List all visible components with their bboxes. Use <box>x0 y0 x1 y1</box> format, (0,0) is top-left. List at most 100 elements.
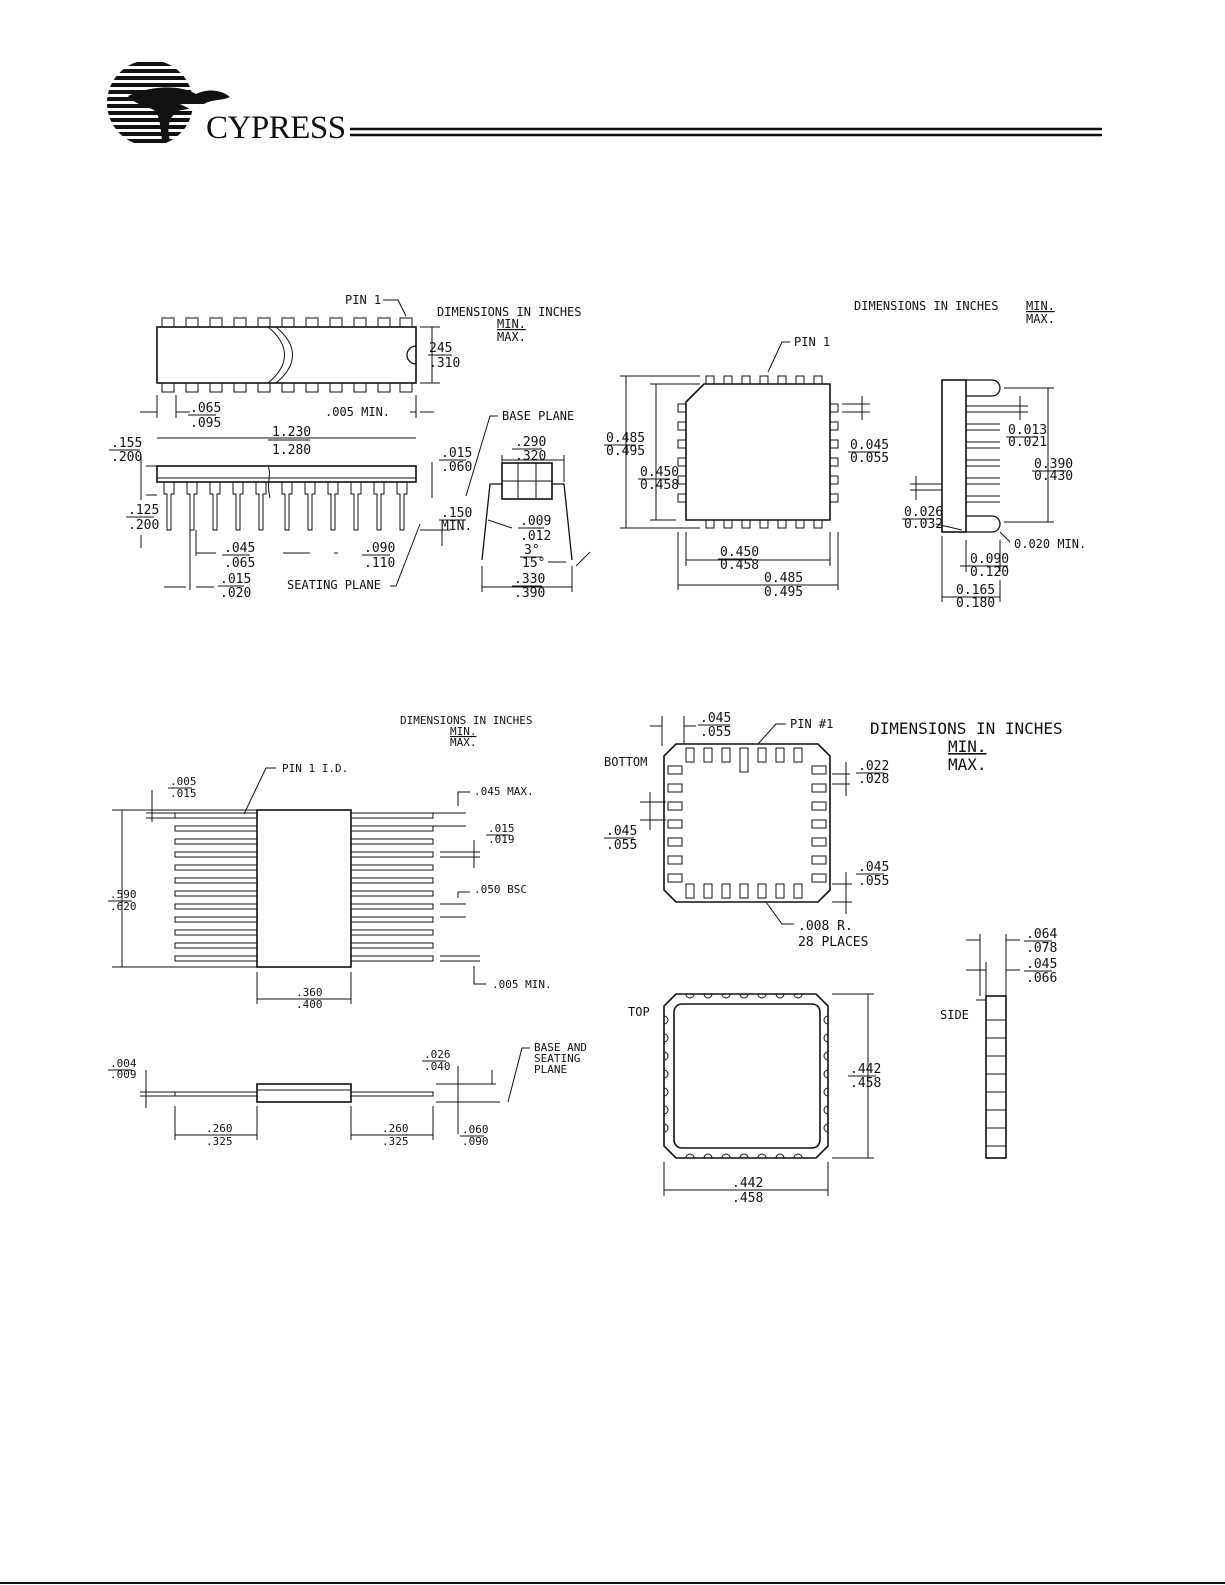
flat-height-min: .590 <box>110 888 137 901</box>
lcc-pitch-max: .055 <box>700 725 731 740</box>
dim-min-label: MIN. <box>497 317 526 331</box>
lcc-side-height-max: .078 <box>1026 941 1057 956</box>
flat-body-height-max: .040 <box>424 1060 451 1073</box>
plcc-side-max: 0.430 <box>1034 469 1073 484</box>
pin1-id-label: PIN 1 I.D. <box>282 762 348 775</box>
dim-units-title: DIMENSIONS IN INCHES <box>870 719 1063 738</box>
flat-thickness-max: .009 <box>110 1068 137 1081</box>
lcc-side-view <box>976 995 1007 1159</box>
base-seating-label-2: SEATING <box>534 1052 580 1065</box>
dip-pitch-max: .110 <box>364 556 395 571</box>
flat-height-max: .620 <box>110 900 137 913</box>
dip-row-min: .290 <box>515 435 546 450</box>
lcc-left-pitch-max: .055 <box>606 838 637 853</box>
lcc-top-horizontal-max: .458 <box>732 1191 763 1206</box>
lcc-pad-width-max: .028 <box>858 772 889 787</box>
flat-lead-max: .045 MAX. <box>474 785 534 798</box>
dip-end-min: .005 MIN. <box>325 405 390 419</box>
dim-max-label: MAX. <box>450 736 477 749</box>
dip-angle-max: 15° <box>522 556 545 571</box>
dim-min-label: MIN. <box>450 725 477 738</box>
flat-right-lead-min: .260 <box>382 1122 409 1135</box>
plcc-side-view <box>941 379 1001 533</box>
flat-left-lead-max: .325 <box>206 1135 233 1148</box>
dip-lead-max: .095 <box>190 416 221 431</box>
pin1-label: PIN #1 <box>790 717 833 731</box>
dip-thickness-min: .009 <box>520 514 551 529</box>
flatpack-package-drawing: DIMENSIONS IN INCHES MIN. MAX. PIN 1 I.D… <box>108 714 587 1148</box>
dip-end-view <box>481 462 573 561</box>
lcc-package-drawing: DIMENSIONS IN INCHES MIN. MAX. .045 .055… <box>604 711 1063 1206</box>
dip-lead-width-max: .020 <box>220 586 251 601</box>
dip-package-drawing: PIN 1 DIMENSIONS IN INCHES MIN. MAX. 245… <box>109 293 591 601</box>
lcc-top-view <box>663 993 829 1159</box>
plcc-lead-thickness-min: 0.026 <box>904 505 943 520</box>
lcc-top-vertical-min: .442 <box>850 1062 881 1077</box>
dip-seat-max: .200 <box>128 518 159 533</box>
dip-side-view <box>156 465 417 531</box>
plcc-chip-height-min: 0.090 <box>970 552 1009 567</box>
flat-end-min: .005 MIN. <box>492 978 552 991</box>
dip-span-max: .390 <box>514 586 545 601</box>
flat-pitch-bsc: .050 BSC <box>474 883 527 896</box>
flat-thickness-min: .004 <box>110 1057 137 1070</box>
lcc-top-horizontal-min: .442 <box>732 1176 763 1191</box>
dim-max-label: MAX. <box>1026 312 1055 326</box>
cypress-tree-globe-logo <box>107 62 230 143</box>
flat-offset-min: .005 <box>170 775 197 788</box>
dip-seat-min: .125 <box>128 503 159 518</box>
dim-units-title: DIMENSIONS IN INCHES <box>400 714 532 727</box>
bottom-view-label: BOTTOM <box>604 755 647 769</box>
page-header: CYPRESS <box>107 62 1102 146</box>
dim-units-title: DIMENSIONS IN INCHES <box>854 299 999 313</box>
plcc-lead-thickness-max: 0.032 <box>904 517 943 532</box>
flat-body-height-min: .026 <box>424 1048 451 1061</box>
plcc-top-view <box>677 375 839 529</box>
dip-standoff-min: .015 <box>441 446 472 461</box>
dip-top-view <box>156 299 417 393</box>
base-seating-label-1: BASE AND <box>534 1041 587 1054</box>
flat-right-lead-max: .325 <box>382 1135 409 1148</box>
dip-width-max: .310 <box>429 356 460 371</box>
lcc-side-lid-max: .066 <box>1026 971 1057 986</box>
plcc-inner-min: 0.450 <box>640 465 679 480</box>
flat-standoff-min: .060 <box>462 1123 489 1136</box>
plcc-package-drawing: DIMENSIONS IN INCHES MIN. MAX. PIN 1 <box>604 299 1086 611</box>
dip-span-min: .330 <box>514 572 545 587</box>
plcc-chip-height-max: 0.120 <box>970 565 1009 580</box>
lcc-right-pitch-min: .045 <box>858 860 889 875</box>
flat-body-width-min: .360 <box>296 986 323 999</box>
dim-units-title: DIMENSIONS IN INCHES <box>437 305 582 319</box>
lcc-top-vertical-max: .458 <box>850 1076 881 1091</box>
dim-max-label: MAX. <box>948 755 987 774</box>
plcc-outer-min: 0.485 <box>606 431 645 446</box>
top-view-label: TOP <box>628 1005 650 1019</box>
dip-lead-width-min: .015 <box>220 572 251 587</box>
dip-pin-width-min: .045 <box>224 541 255 556</box>
flat-body-width-max: .400 <box>296 998 323 1011</box>
dip-lead-min: .065 <box>190 401 221 416</box>
plcc-lead-width-max: 0.021 <box>1008 435 1047 450</box>
lcc-places-label: 28 PLACES <box>798 935 868 950</box>
dip-height-min: .155 <box>111 436 142 451</box>
dim-min-label: MIN. <box>1026 299 1055 313</box>
dim-min-label: MIN. <box>948 737 987 756</box>
dip-pitch-min: .090 <box>364 541 395 556</box>
base-plane-label: BASE PLANE <box>502 409 574 423</box>
dip-width-min: 245 <box>429 341 452 356</box>
flatpack-side-view <box>174 1083 434 1103</box>
lcc-side-lid-min: .045 <box>1026 957 1057 972</box>
pin1-label: PIN 1 <box>794 335 830 349</box>
flatpack-top-view <box>174 809 434 968</box>
plcc-pitch-max: 0.055 <box>850 451 889 466</box>
lcc-bottom-view <box>663 743 831 903</box>
lcc-radius-label: .008 R. <box>798 919 853 934</box>
plcc-inner-max: 0.458 <box>640 478 679 493</box>
lcc-side-height-min: .064 <box>1026 927 1057 942</box>
dip-height-max: .200 <box>111 450 142 465</box>
plcc-bottom-inner-min: 0.450 <box>720 545 759 560</box>
plcc-clearance-min: 0.020 MIN. <box>1014 537 1086 551</box>
lcc-left-pitch-min: .045 <box>606 824 637 839</box>
plcc-side-min: 0.390 <box>1034 457 1073 472</box>
